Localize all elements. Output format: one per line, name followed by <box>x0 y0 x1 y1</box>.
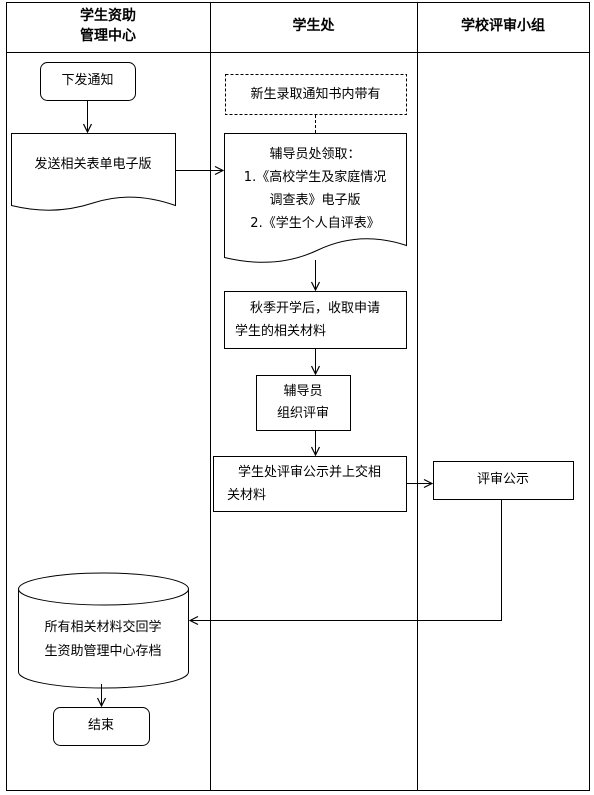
archive-label-line1: 所有相关材料交回学 <box>44 620 162 635</box>
lane-header-student-affairs: 学生处 <box>292 18 335 34</box>
lane-header-review-committee: 学校评审小组 <box>461 18 545 34</box>
collect-label-line1: 辅导员处领取： <box>269 147 361 162</box>
collect-label-line4: 2.《学生个人自评表》 <box>250 216 380 231</box>
committee-node-shape <box>433 461 574 500</box>
lane-header-aid-center: 学生资助 管理中心 <box>6 6 210 46</box>
lane-header-aid-center-line1: 学生资助 <box>80 8 136 24</box>
end-node-label: 结束 <box>87 718 114 733</box>
review-label-line1: 辅导员 <box>283 384 323 399</box>
collect-label-line2: 1.《高校学生及家庭情况 <box>243 170 387 185</box>
committee-node-label: 评审公示 <box>476 472 529 487</box>
lane-header-aid-center-line2: 管理中心 <box>80 28 136 44</box>
send-forms-node-label: 发送相关表单电子版 <box>34 157 152 172</box>
gather-label-line1: 秋季开学后，收取申请 <box>249 301 380 316</box>
start-node-shape <box>40 62 136 101</box>
gather-node-label: 秋季开学后，收取申请 学生的相关材料 <box>224 297 406 343</box>
publicize-label-line1: 学生处评审公示并上交相 <box>237 465 381 480</box>
archive-node-label: 所有相关材料交回学 生资助管理中心存档 <box>18 616 188 664</box>
notice-node-label: 新生录取通知书内带有 <box>250 87 381 102</box>
start-node-label: 下发通知 <box>61 73 114 88</box>
arrow-committee-to-archive <box>190 500 502 621</box>
archive-label-line2: 生资助管理中心存档 <box>44 644 162 659</box>
publicize-label-line2: 关材料 <box>227 488 267 503</box>
review-node-label: 辅导员 组织评审 <box>256 381 350 425</box>
gather-label-line2: 学生的相关材料 <box>235 324 327 339</box>
end-node-shape <box>53 707 150 746</box>
publicize-submit-node-shape <box>213 456 407 512</box>
review-node-shape <box>256 375 351 431</box>
swimlane-frame <box>6 2 590 791</box>
archive-node-shape <box>18 572 189 689</box>
collect-node-label: 辅导员处领取： 1.《高校学生及家庭情况 调查表》电子版 2.《学生个人自评表》 <box>224 143 406 235</box>
collect-node-shape <box>224 133 407 263</box>
notice-node-shape <box>225 74 407 115</box>
connectors <box>88 101 502 706</box>
send-forms-node-shape <box>11 133 176 211</box>
publicize-submit-node-label: 学生处评审公示并上交相 关材料 <box>213 461 406 507</box>
gather-node-shape <box>224 291 407 349</box>
review-label-line2: 组织评审 <box>276 406 329 421</box>
collect-label-line3: 调查表》电子版 <box>269 193 361 208</box>
